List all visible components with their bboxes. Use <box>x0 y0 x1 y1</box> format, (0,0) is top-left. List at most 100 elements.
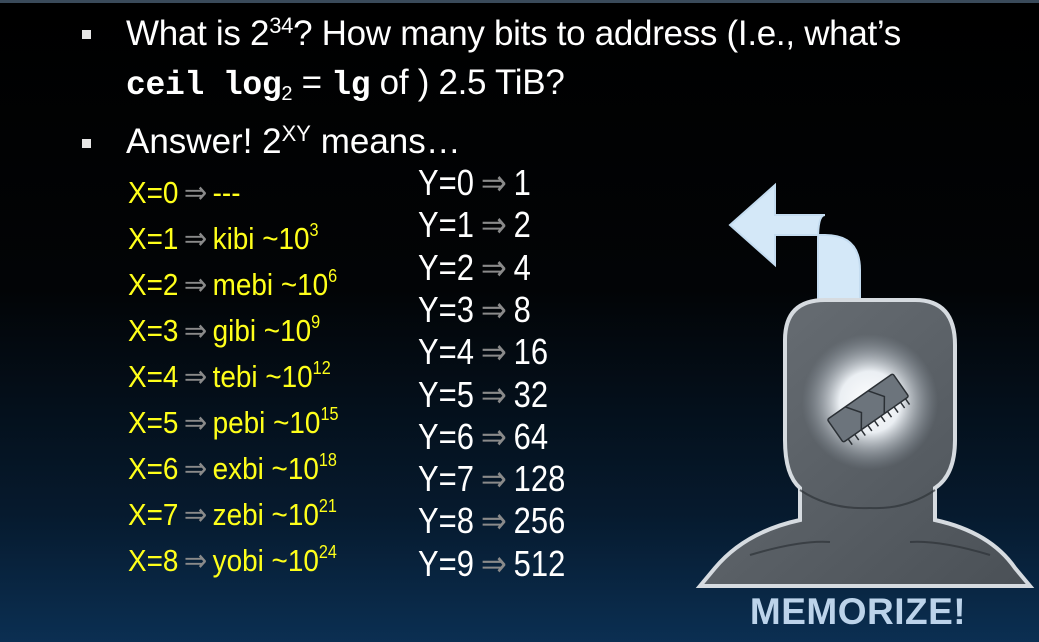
equals-sign: = <box>301 63 322 102</box>
bullet-answer <box>82 139 91 148</box>
y-row-value: 128 <box>513 458 566 499</box>
answer-suffix: means… <box>310 122 461 161</box>
question-exponent: 34 <box>269 13 294 38</box>
implies-arrow-icon: ⇒ <box>480 458 507 499</box>
x-row: X=6⇒exbi ~1018 <box>128 449 337 489</box>
x-row: X=5⇒pebi ~1015 <box>128 403 338 443</box>
x-row: X=0⇒--- <box>128 173 241 213</box>
implies-arrow-icon: ⇒ <box>183 221 208 256</box>
x-row-exponent: 24 <box>318 542 337 562</box>
implies-arrow-icon: ⇒ <box>183 405 208 440</box>
y-row-label: Y=1 <box>418 204 474 245</box>
memorize-label: MEMORIZE! <box>749 591 967 632</box>
implies-arrow-icon: ⇒ <box>183 451 208 486</box>
x-row-exponent: 12 <box>312 358 331 378</box>
code-log: log <box>222 67 282 104</box>
y-row: Y=8⇒256 <box>418 500 565 542</box>
x-row-label: X=1 <box>128 221 179 256</box>
x-row-prefix: gibi ~10 <box>212 313 312 348</box>
y-row-value: 16 <box>513 331 549 372</box>
implies-arrow-icon: ⇒ <box>183 497 208 532</box>
y-row-label: Y=5 <box>418 374 474 415</box>
y-row-value: 1 <box>513 162 531 203</box>
y-row: Y=1⇒2 <box>418 204 531 246</box>
x-row-exponent: 6 <box>328 266 338 286</box>
y-row: Y=4⇒16 <box>418 331 548 373</box>
question-suffix: ? How many bits to address (I.e., what’s <box>293 14 901 53</box>
x-row-label: X=0 <box>128 175 179 210</box>
question-line-2: ceil log2 = lg of ) 2.5 TiB? <box>126 63 565 114</box>
y-row: Y=7⇒128 <box>418 458 565 500</box>
y-row-label: Y=9 <box>418 543 474 584</box>
x-row-exponent: 21 <box>318 496 337 516</box>
x-row-exponent: 15 <box>320 404 339 424</box>
implies-arrow-icon: ⇒ <box>183 313 208 348</box>
answer-line: Answer! 2XY means… <box>126 122 461 162</box>
implies-arrow-icon: ⇒ <box>480 247 507 288</box>
answer-prefix: Answer! 2 <box>126 122 282 161</box>
code-ceil: ceil <box>126 67 205 104</box>
x-row-label: X=6 <box>128 451 179 486</box>
y-row-value: 32 <box>513 374 549 415</box>
y-row: Y=9⇒512 <box>418 543 565 585</box>
x-row-label: X=2 <box>128 267 179 302</box>
y-row-value: 8 <box>513 289 531 330</box>
y-row: Y=3⇒8 <box>418 289 531 331</box>
memorize-graphic <box>695 182 1035 588</box>
y-row-value: 64 <box>513 416 549 457</box>
curved-arrow-icon <box>728 182 861 326</box>
x-row-prefix: --- <box>212 175 241 210</box>
x-row-label: X=7 <box>128 497 179 532</box>
implies-arrow-icon: ⇒ <box>183 543 208 578</box>
implies-arrow-icon: ⇒ <box>480 331 507 372</box>
implies-arrow-icon: ⇒ <box>480 500 507 541</box>
y-row-value: 512 <box>513 543 566 584</box>
x-row-prefix: tebi ~10 <box>212 359 313 394</box>
x-row-prefix: exbi ~10 <box>212 451 319 486</box>
y-row-value: 2 <box>513 204 531 245</box>
y-row-label: Y=4 <box>418 331 474 372</box>
implies-arrow-icon: ⇒ <box>480 416 507 457</box>
y-row-value: 256 <box>513 500 566 541</box>
implies-arrow-icon: ⇒ <box>480 289 507 330</box>
x-row-prefix: mebi ~10 <box>212 267 329 302</box>
y-row: Y=5⇒32 <box>418 374 548 416</box>
memory-chip-icon <box>827 373 911 446</box>
implies-arrow-icon: ⇒ <box>480 162 507 203</box>
x-row-label: X=8 <box>128 543 179 578</box>
y-row-label: Y=7 <box>418 458 474 499</box>
implies-arrow-icon: ⇒ <box>183 175 208 210</box>
question-prefix: What is 2 <box>126 14 270 53</box>
x-row-prefix: zebi ~10 <box>212 497 319 532</box>
code-lg: lg <box>331 67 371 104</box>
y-row-value: 4 <box>513 247 531 288</box>
implies-arrow-icon: ⇒ <box>183 267 208 302</box>
x-row: X=3⇒gibi ~109 <box>128 311 320 351</box>
x-row-exponent: 18 <box>318 450 337 470</box>
y-row: Y=0⇒1 <box>418 162 531 204</box>
x-row: X=4⇒tebi ~1012 <box>128 357 331 397</box>
x-row: X=2⇒mebi ~106 <box>128 265 337 305</box>
implies-arrow-icon: ⇒ <box>183 359 208 394</box>
y-row: Y=6⇒64 <box>418 416 548 458</box>
x-row-label: X=4 <box>128 359 179 394</box>
answer-exponent: XY <box>281 121 311 146</box>
y-row-label: Y=0 <box>418 162 474 203</box>
y-row-label: Y=8 <box>418 500 474 541</box>
y-row-label: Y=6 <box>418 416 474 457</box>
y-row-label: Y=3 <box>418 289 474 330</box>
head-detail-lines <box>749 489 991 556</box>
implies-arrow-icon: ⇒ <box>480 204 507 245</box>
x-row-prefix: kibi ~10 <box>212 221 310 256</box>
implies-arrow-icon: ⇒ <box>480 374 507 415</box>
x-row-exponent: 9 <box>311 312 321 332</box>
x-row-prefix: pebi ~10 <box>212 405 321 440</box>
top-border <box>0 0 1039 3</box>
question-line2-suffix: of ) 2.5 TiB? <box>370 63 565 102</box>
x-row-label: X=5 <box>128 405 179 440</box>
question-line-1: What is 234? How many bits to address (I… <box>126 14 901 54</box>
x-row-label: X=3 <box>128 313 179 348</box>
x-row: X=8⇒yobi ~1024 <box>128 541 337 581</box>
implies-arrow-icon: ⇒ <box>480 543 507 584</box>
